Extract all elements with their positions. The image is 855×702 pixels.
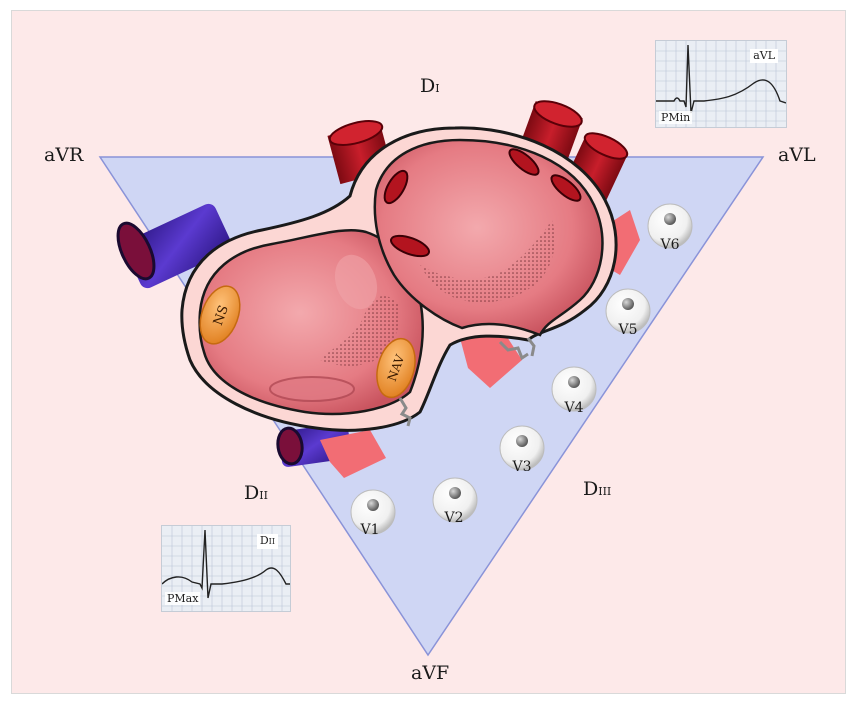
lead-dii-main: D bbox=[244, 482, 259, 504]
lead-diii-sub: III bbox=[598, 485, 611, 498]
corner-label-avf: aVF bbox=[411, 664, 449, 683]
electrode-v1-label: V1 bbox=[359, 522, 379, 538]
electrode-v5-label: V5 bbox=[617, 322, 637, 338]
ecg-dii-lead-sub: II bbox=[269, 537, 275, 546]
lead-label-di: DI bbox=[420, 77, 440, 96]
corner-label-avl: aVL bbox=[778, 146, 816, 165]
lead-label-diii: DIII bbox=[583, 480, 611, 499]
lead-label-dii: DII bbox=[244, 484, 268, 503]
electrode-v3-label: V3 bbox=[511, 459, 531, 475]
ecg-inset-dii: DII PMax bbox=[161, 525, 291, 612]
ecg-dii-lead-main: D bbox=[260, 534, 269, 547]
ecg-inset-avl: aVL PMin bbox=[655, 40, 787, 128]
tricuspid-valve bbox=[270, 377, 354, 401]
electrode-v2-label: V2 bbox=[443, 510, 463, 526]
ecg-dii-caption: PMax bbox=[165, 592, 200, 605]
corner-label-avr: aVR bbox=[44, 146, 83, 165]
electrode-v6-label: V6 bbox=[659, 237, 679, 253]
lead-dii-sub: II bbox=[259, 489, 268, 502]
ecg-avl-lead-tag: aVL bbox=[750, 49, 778, 63]
lead-di-sub: I bbox=[435, 82, 439, 95]
ecg-avl-caption: PMin bbox=[659, 111, 692, 124]
electrode-v4-label: V4 bbox=[563, 400, 583, 416]
ecg-dii-lead-tag: DII bbox=[257, 534, 278, 549]
lead-di-main: D bbox=[420, 75, 435, 97]
lead-diii-main: D bbox=[583, 478, 598, 500]
